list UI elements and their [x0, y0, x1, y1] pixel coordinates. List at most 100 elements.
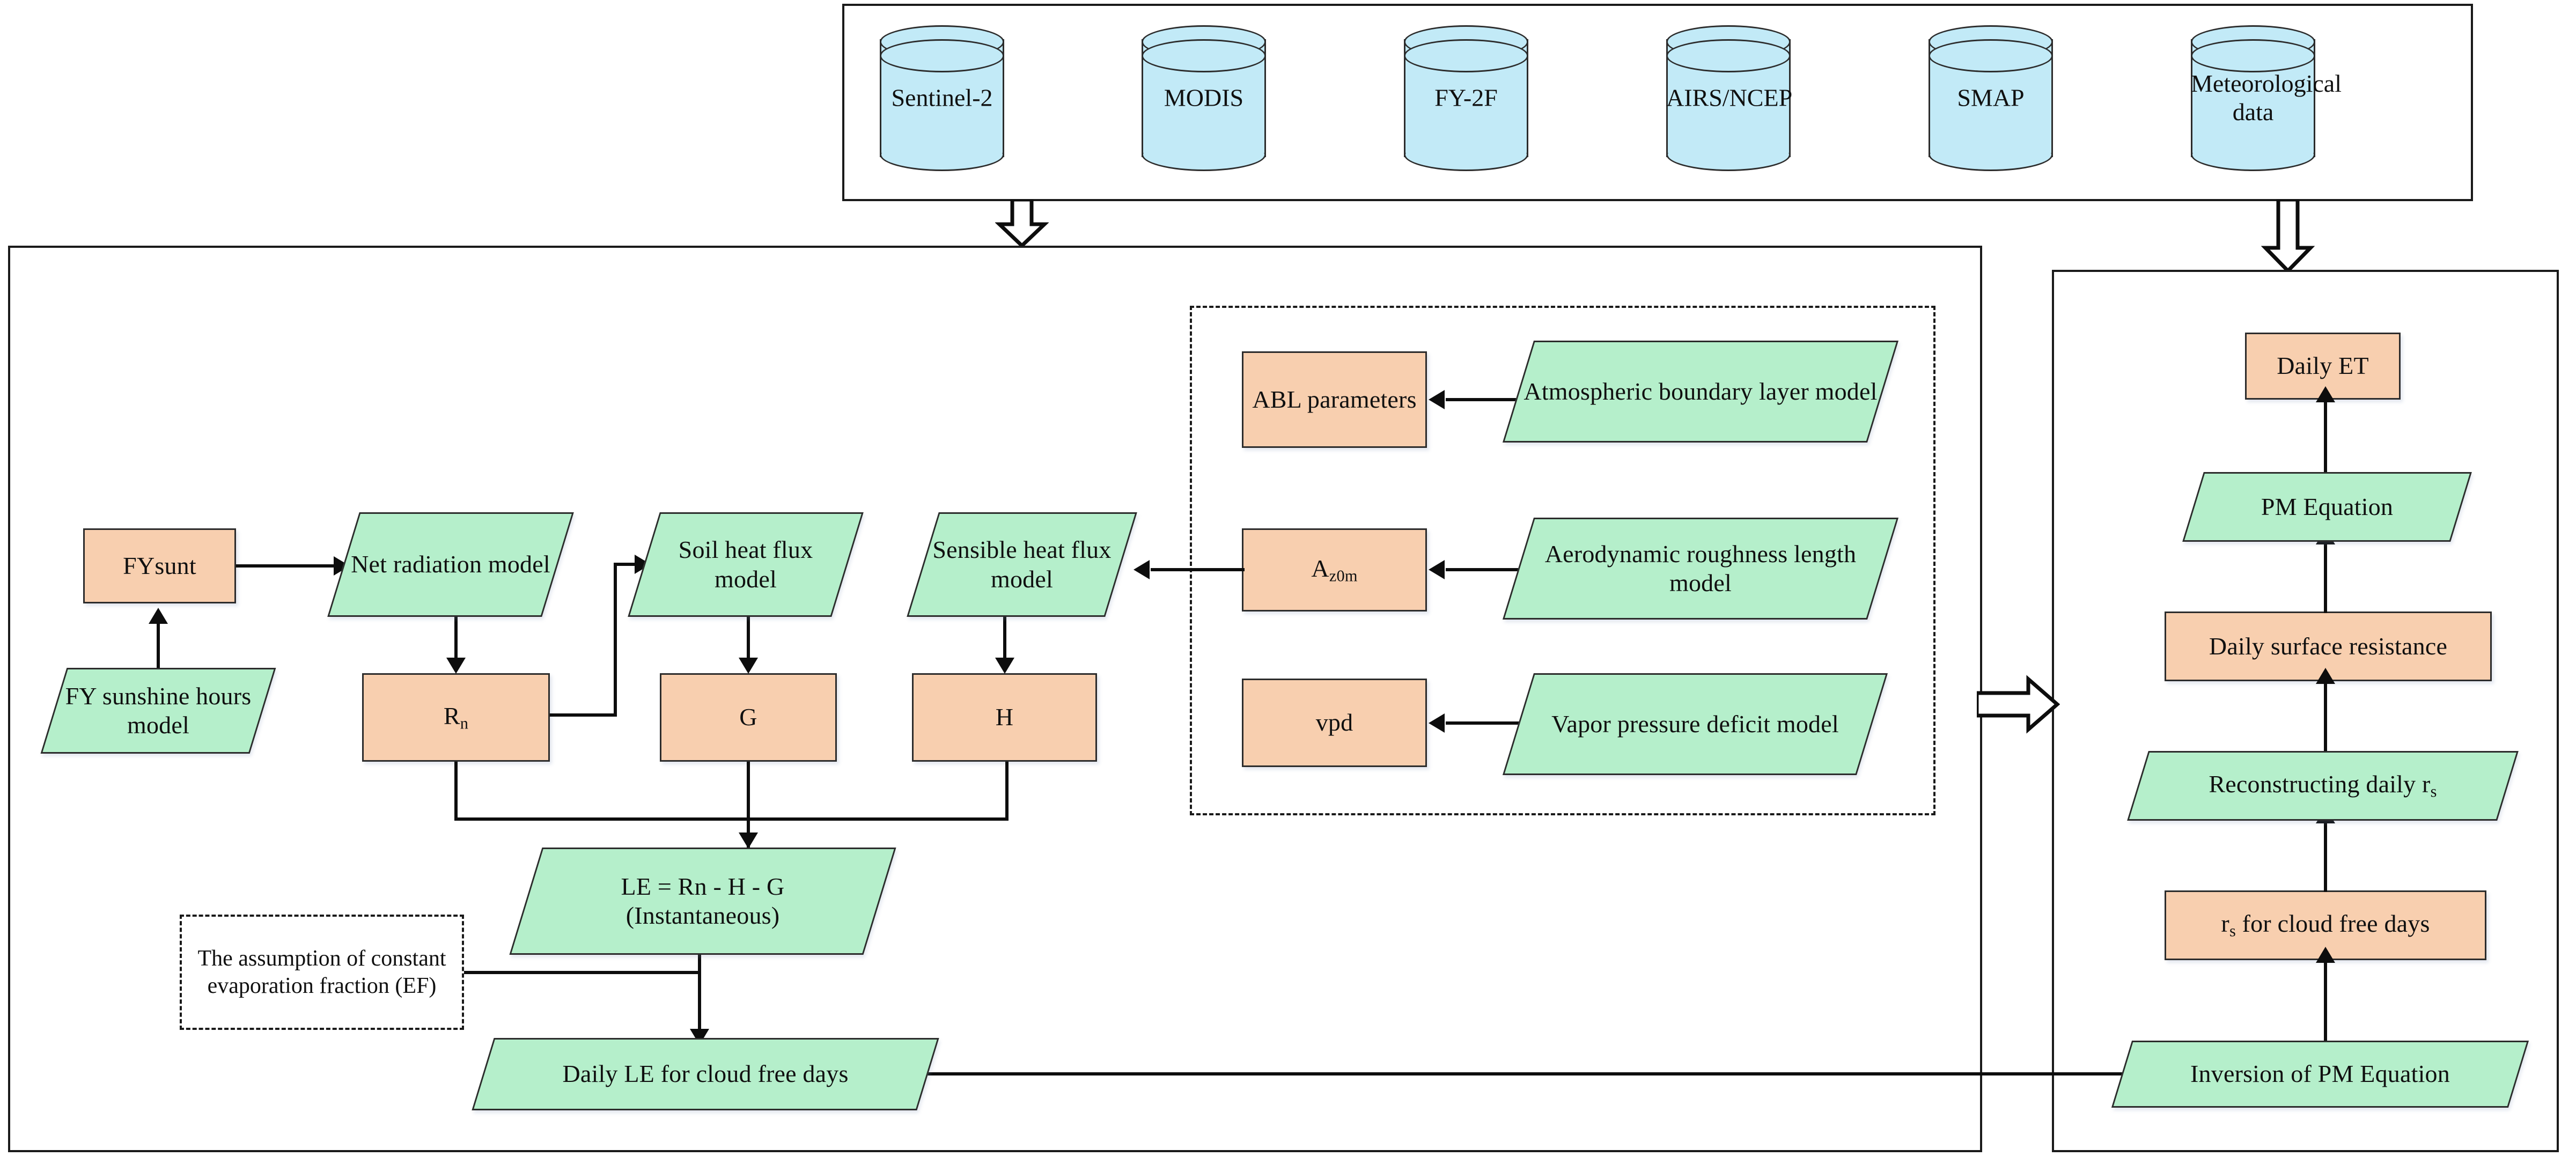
- arrowhead-up: [2316, 386, 2335, 402]
- database-label: Meteorological data: [2191, 70, 2342, 126]
- connector-roughness-model-to-az0m: [1446, 568, 1545, 571]
- node-label: Aerodynamic roughness length model: [1544, 540, 1857, 596]
- node-net-radiation-model[interactable]: Net radiation model: [327, 512, 574, 617]
- node-inversion-of-pm-equation[interactable]: Inversion of PM Equation: [2111, 1041, 2529, 1108]
- cylinder-lip-ellipse: [1142, 39, 1266, 72]
- node-vapor-pressure-deficit-model[interactable]: Vapor pressure deficit model: [1502, 673, 1888, 775]
- node-a-z0m[interactable]: Az0m: [1242, 528, 1427, 612]
- connector-ef-note-to-daily-le-line: [464, 971, 700, 974]
- node-label: ABL parameters: [1252, 385, 1417, 413]
- node-label: FY sunshine hours model: [65, 682, 252, 739]
- database-label: SMAP: [1957, 84, 2025, 112]
- database-cylinder-sentinel2[interactable]: Sentinel-2: [880, 25, 1004, 171]
- node-label: G: [739, 703, 757, 731]
- node-label: Reconstructing daily rs: [2209, 770, 2437, 801]
- note-label: The assumption of constant evaporation f…: [197, 946, 446, 998]
- connector-daily-surface-resistance-to-pm: [2324, 543, 2327, 613]
- node-label: H: [995, 703, 1014, 731]
- arrowhead-down: [446, 658, 466, 674]
- cylinder-lip-ellipse: [2191, 39, 2315, 72]
- node-soil-heat-flux-model[interactable]: Soil heat flux model: [628, 512, 864, 617]
- connector-soil-model-to-g: [747, 617, 750, 660]
- node-sensible-heat-flux-model[interactable]: Sensible heat flux model: [907, 512, 1137, 617]
- note-ef-assumption: The assumption of constant evaporation f…: [180, 915, 464, 1030]
- connector-abl-model-to-abl-parameters: [1446, 398, 1545, 401]
- connector-g-down-to-le: [747, 762, 750, 850]
- node-label: FYsunt: [123, 551, 196, 579]
- connector-le-to-daily-le: [698, 955, 701, 1043]
- node-label: Daily ET: [2277, 352, 2369, 380]
- node-reconstructing-daily-rs[interactable]: Reconstructing daily rs: [2127, 751, 2519, 821]
- database-label: Sentinel-2: [891, 84, 993, 112]
- node-rn[interactable]: Rn: [362, 673, 550, 762]
- connector-reconstructing-to-daily-surface-resistance: [2324, 683, 2327, 753]
- node-label: LE = Rn - H - G (Instantaneous): [616, 872, 790, 931]
- node-label: Daily LE for cloud free days: [562, 1060, 849, 1088]
- node-pm-equation[interactable]: PM Equation: [2182, 472, 2472, 542]
- connector-az0m-to-sensible-model: [1151, 568, 1245, 571]
- node-label: Net radiation model: [351, 550, 550, 578]
- connector-rn-down-to-bus: [454, 762, 458, 821]
- connector-vpd-model-to-vpd: [1446, 721, 1545, 725]
- node-atmospheric-boundary-layer-model[interactable]: Atmospheric boundary layer model: [1502, 341, 1899, 443]
- cylinder-lip-ellipse: [1404, 39, 1528, 72]
- node-label: Soil heat flux model: [678, 536, 813, 593]
- node-h[interactable]: H: [912, 673, 1097, 762]
- daily-et-panel: [2052, 270, 2559, 1152]
- node-aerodynamic-roughness-length-model[interactable]: Aerodynamic roughness length model: [1502, 518, 1899, 620]
- cylinder-lip-ellipse: [880, 39, 1004, 72]
- node-label: Rn: [443, 702, 469, 733]
- node-label: Vapor pressure deficit model: [1551, 710, 1839, 738]
- cylinder-lip-ellipse: [1929, 39, 2053, 72]
- arrowhead-up: [2316, 668, 2335, 684]
- database-cylinder-smap[interactable]: SMAP: [1929, 25, 2053, 171]
- node-fysunt[interactable]: FYsunt: [83, 528, 236, 603]
- node-label: rs for cloud free days: [2221, 910, 2430, 940]
- database-label: AIRS/NCEP: [1666, 84, 1793, 112]
- arrowhead-left: [1429, 390, 1445, 409]
- arrowhead-left: [1429, 560, 1445, 579]
- connector-rn-up-segment: [614, 563, 617, 716]
- block-arrow-down-right: [2261, 200, 2315, 272]
- arrowhead-down: [739, 833, 758, 849]
- connector-rn-right-segment: [550, 713, 617, 717]
- database-cylinder-meteorological-data[interactable]: Meteorological data: [2191, 25, 2342, 171]
- connector-daily-le-to-inversion: [895, 1072, 2145, 1075]
- connector-h-down-to-bus: [1005, 762, 1009, 821]
- node-label: vpd: [1315, 709, 1353, 736]
- connector-inversion-to-rs-cloudfree: [2324, 962, 2327, 1042]
- node-daily-le-cloud-free-days[interactable]: Daily LE for cloud free days: [472, 1038, 939, 1110]
- database-label: MODIS: [1164, 84, 1244, 112]
- database-cylinder-fy2f[interactable]: FY-2F: [1404, 25, 1528, 171]
- arrowhead-up: [149, 608, 168, 624]
- node-fy-sunshine-hours-model[interactable]: FY sunshine hours model: [40, 668, 276, 754]
- node-label: Az0m: [1311, 554, 1358, 585]
- connector-rs-cloudfree-to-reconstructing: [2324, 822, 2327, 892]
- connector-pm-to-daily-et: [2324, 401, 2327, 474]
- block-arrow-down-left: [995, 200, 1049, 247]
- node-g[interactable]: G: [660, 673, 837, 762]
- database-cylinder-modis[interactable]: MODIS: [1142, 25, 1266, 171]
- node-abl-parameters[interactable]: ABL parameters: [1242, 351, 1427, 448]
- connector-sunshine-to-fysunt: [157, 622, 160, 671]
- node-le-equation[interactable]: LE = Rn - H - G (Instantaneous): [509, 848, 896, 955]
- le-equation-line1: LE = Rn - H - G: [621, 872, 785, 900]
- block-arrow-right-panel-transfer: [1977, 675, 2060, 734]
- database-label: FY-2F: [1434, 84, 1498, 112]
- node-vpd[interactable]: vpd: [1242, 679, 1427, 767]
- ancillary-parameters-group: [1190, 306, 1935, 815]
- node-label: Daily surface resistance: [2209, 632, 2448, 660]
- node-label: Atmospheric boundary layer model: [1523, 377, 1878, 405]
- database-cylinder-airs-ncep[interactable]: AIRS/NCEP: [1666, 25, 1793, 171]
- node-label: PM Equation: [2261, 492, 2394, 520]
- connector-rn-to-soil-segment: [614, 563, 636, 566]
- connector-sensible-model-to-h: [1003, 617, 1006, 660]
- arrowhead-down: [995, 658, 1014, 674]
- connector-fysunt-to-net-radiation: [236, 564, 335, 568]
- cylinder-lip-ellipse: [1666, 39, 1791, 72]
- arrowhead-left: [1134, 560, 1150, 579]
- node-label: Inversion of PM Equation: [2190, 1060, 2450, 1088]
- connector-net-radiation-to-rn: [454, 617, 458, 660]
- le-equation-line2: (Instantaneous): [625, 902, 780, 929]
